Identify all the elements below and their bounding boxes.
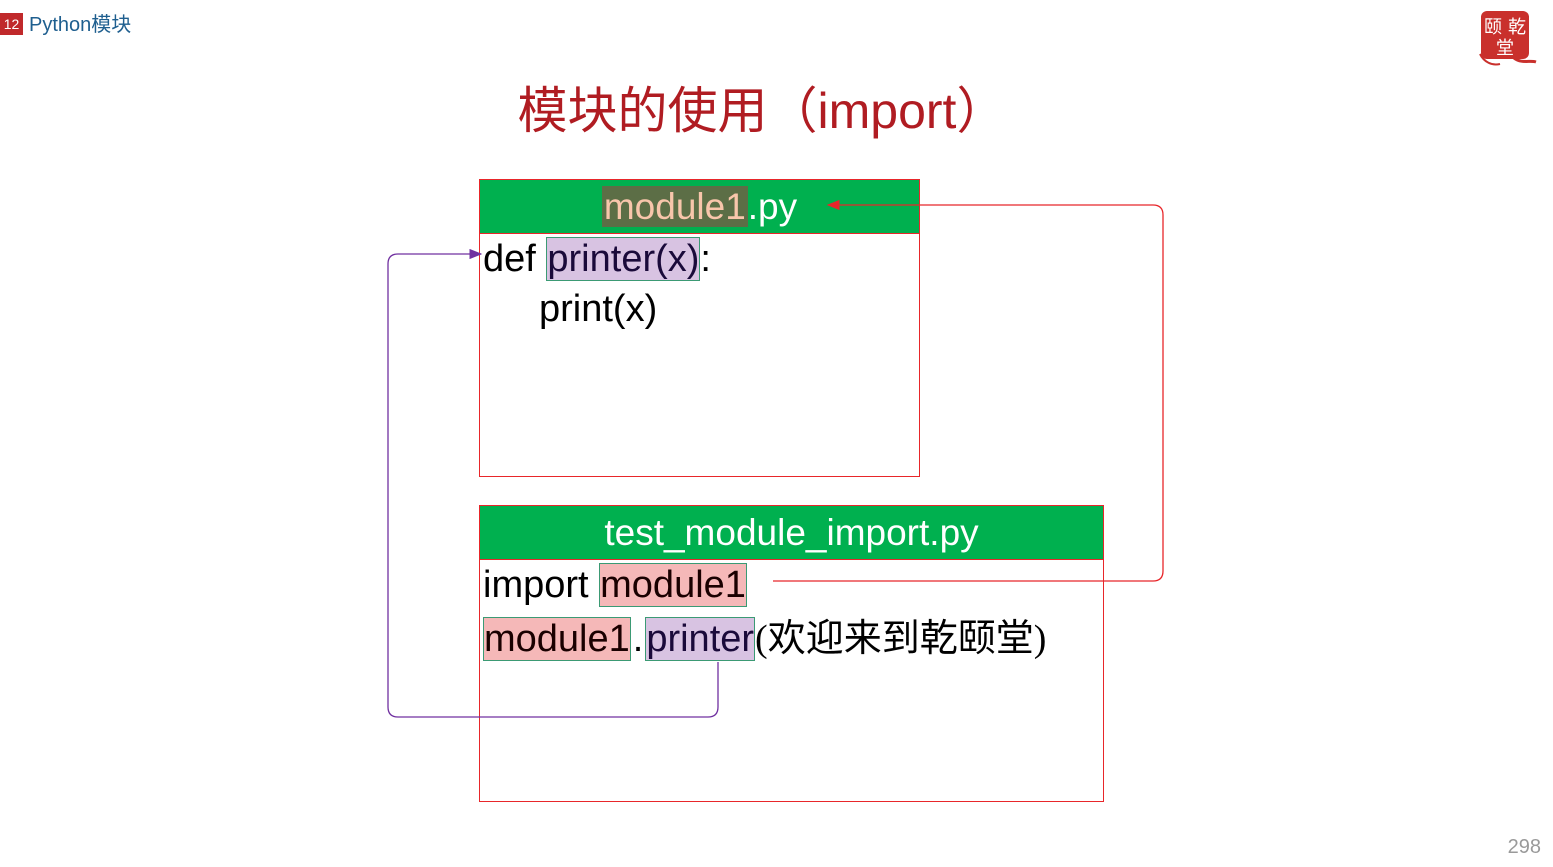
- module1-code-box: module1.py def printer(x): print(x): [479, 179, 920, 477]
- call-dot: .: [632, 618, 644, 660]
- module1-name-highlight: module1: [601, 186, 748, 227]
- seal-char-1: 颐: [1484, 17, 1502, 38]
- printer-def-highlight: printer(x): [546, 237, 701, 281]
- module1-ext: .py: [747, 186, 798, 227]
- import-keyword: import: [483, 564, 589, 606]
- import-module1-highlight: module1: [599, 563, 747, 607]
- page-number: 298: [1507, 836, 1541, 858]
- seal-char-2: 乾: [1508, 17, 1526, 38]
- test-line-import: import module1: [483, 562, 747, 608]
- seal-logo: 颐 乾 堂: [1479, 11, 1537, 66]
- def-keyword: def: [483, 238, 536, 280]
- def-colon: :: [700, 238, 711, 280]
- module1-file-header: module1.py: [480, 180, 919, 234]
- module1-line-def: def printer(x):: [483, 236, 711, 282]
- slide-title: 模块的使用（import）: [517, 83, 1007, 139]
- test-module-code-box: test_module_import.py import module1 mod…: [479, 505, 1104, 802]
- call-module1-highlight: module1: [483, 617, 631, 661]
- seal-char-3: 堂: [1496, 38, 1514, 59]
- call-printer-highlight: printer: [645, 617, 756, 661]
- call-arguments: (欢迎来到乾颐堂): [755, 618, 1047, 660]
- test-line-call: module1.printer(欢迎来到乾颐堂): [483, 616, 1046, 662]
- module1-line-print: print(x): [539, 288, 658, 330]
- chapter-title: Python模块: [29, 14, 132, 36]
- chapter-number-badge: 12: [0, 13, 23, 35]
- test-module-file-header: test_module_import.py: [480, 506, 1103, 560]
